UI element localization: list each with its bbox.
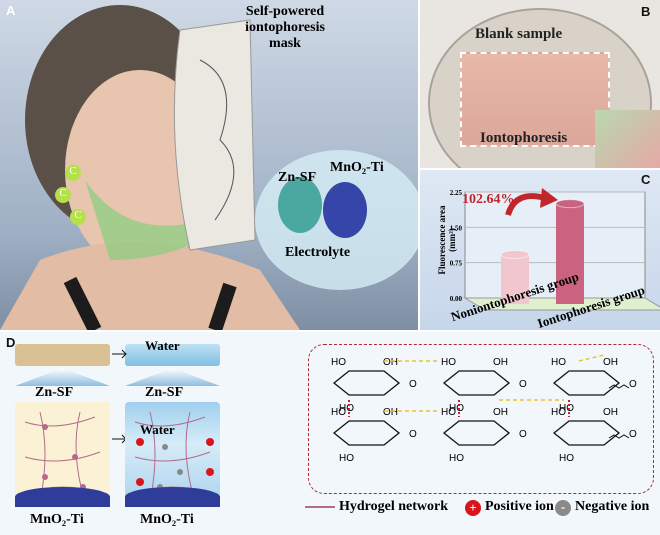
arrow-icon bbox=[112, 349, 127, 444]
increase-arrow-icon bbox=[505, 193, 546, 216]
ho-label: HO bbox=[559, 453, 574, 464]
ion-icon: C bbox=[55, 187, 71, 203]
y-tick-label: 0.75 bbox=[450, 260, 463, 268]
oh-label: OH bbox=[383, 407, 398, 418]
ion-icon: C bbox=[70, 209, 86, 225]
water-label-bottom: Water bbox=[140, 422, 175, 437]
zn-sf-label: Zn-SF bbox=[278, 170, 317, 185]
y-axis-label: Fluorescence area (mm²) bbox=[437, 205, 457, 275]
mask-title: Self-powered iontophoresis mask bbox=[245, 4, 325, 51]
bar-chart: 0.00 0.75 1.50 2.25 bbox=[450, 188, 660, 311]
inset-image bbox=[595, 110, 660, 168]
sugar-ring bbox=[332, 370, 401, 396]
o-label: O bbox=[519, 379, 527, 390]
mask bbox=[173, 19, 256, 251]
panel-label-a: A bbox=[6, 3, 16, 18]
mno2-label: MnO₂-Ti bbox=[330, 160, 384, 175]
wet-zn-sf bbox=[125, 344, 220, 366]
negative-ion-icon: - bbox=[555, 500, 571, 516]
ion-flow bbox=[85, 180, 250, 260]
bar-top-1 bbox=[555, 199, 585, 209]
ho-label: HO bbox=[449, 403, 464, 414]
ho-label: HO bbox=[441, 357, 456, 368]
iontophoresis-label: Iontophoresis bbox=[480, 130, 568, 146]
bar-0 bbox=[501, 254, 529, 304]
y-tick-label: 0.00 bbox=[450, 295, 463, 303]
positive-ion-icon: + bbox=[465, 500, 481, 516]
ho-label: HO bbox=[339, 453, 354, 464]
oh-label: OH bbox=[383, 357, 398, 368]
h-bond-yellow bbox=[578, 354, 605, 362]
ho-label: HO bbox=[331, 407, 346, 418]
panel-d-schematic: Zn-SF Zn-SF Water Water MnO₂-Ti MnO₂-Ti … bbox=[0, 332, 660, 535]
sugar-ring bbox=[332, 420, 401, 446]
ho-label: HO bbox=[551, 357, 566, 368]
oh-label: OH bbox=[493, 357, 508, 368]
zn-sf-label-right: Zn-SF bbox=[145, 385, 184, 400]
sugar-ring bbox=[442, 420, 511, 446]
chain-icon bbox=[608, 384, 630, 389]
sugar-ring bbox=[552, 420, 621, 446]
sugar-ring bbox=[552, 370, 621, 396]
o-label: O bbox=[409, 379, 417, 390]
ho-label: HO bbox=[339, 403, 354, 414]
y-tick-label: 2.25 bbox=[450, 189, 463, 197]
legend-network: Hydrogel network bbox=[339, 499, 449, 514]
sample-region bbox=[460, 52, 610, 147]
o-label: O bbox=[629, 379, 637, 390]
dry-zn-sf bbox=[15, 344, 110, 366]
increase-annotation: 102.64% bbox=[462, 192, 515, 207]
panel-b-photo: Blank sample Iontophoresis bbox=[420, 0, 660, 168]
blank-sample-label: Blank sample bbox=[475, 26, 563, 42]
ho-label: HO bbox=[559, 403, 574, 414]
o-label: O bbox=[519, 429, 527, 440]
sugar-ring bbox=[442, 370, 511, 396]
legend-positive: Positive ion bbox=[485, 499, 554, 514]
panel-label-b: B bbox=[641, 4, 651, 19]
legend: Hydrogel network + Positive ion - Negati… bbox=[305, 499, 660, 526]
network-icon bbox=[305, 506, 335, 508]
o-label: O bbox=[409, 429, 417, 440]
oh-label: OH bbox=[493, 407, 508, 418]
ho-label: HO bbox=[331, 357, 346, 368]
oh-label: OH bbox=[603, 357, 618, 368]
chain-icon bbox=[608, 434, 630, 439]
water-label-top: Water bbox=[145, 338, 180, 353]
bar-top-0 bbox=[500, 250, 530, 260]
panel-c-chart: 0.00 0.75 1.50 2.25 Fluorescence area (mm²)… bbox=[420, 170, 660, 331]
mno2-label-right: MnO₂-Ti bbox=[140, 512, 194, 527]
ho-label: HO bbox=[449, 453, 464, 464]
y-tick-label: 1.50 bbox=[450, 224, 463, 232]
panel-a-illustration: C C C Self-powered iontophoresis mask Zn… bbox=[0, 0, 418, 330]
cellulose-zoom-box: HO OH HO O HO OH HO O HO OH HO O HO OH HO O HO OH HO O HO OH H… bbox=[308, 344, 654, 494]
zn-sf-label-left: Zn-SF bbox=[35, 385, 74, 400]
oh-label: OH bbox=[603, 407, 618, 418]
mno2-label-left: MnO₂-Ti bbox=[30, 512, 84, 527]
ion-icon: C bbox=[65, 165, 81, 181]
legend-negative: Negative ion bbox=[575, 499, 650, 514]
arrow-head-icon bbox=[540, 188, 558, 208]
ho-label: HO bbox=[441, 407, 456, 418]
panel-label-c: C bbox=[641, 172, 651, 187]
cellulose-structure: HO OH HO O HO OH HO O HO OH HO O HO OH HO O HO OH HO O HO OH H… bbox=[331, 354, 637, 464]
bar-1 bbox=[556, 203, 584, 304]
electrolyte-label: Electrolyte bbox=[285, 245, 351, 260]
ho-label: HO bbox=[551, 407, 566, 418]
panel-label-d: D bbox=[6, 335, 16, 350]
o-label: O bbox=[629, 429, 637, 440]
